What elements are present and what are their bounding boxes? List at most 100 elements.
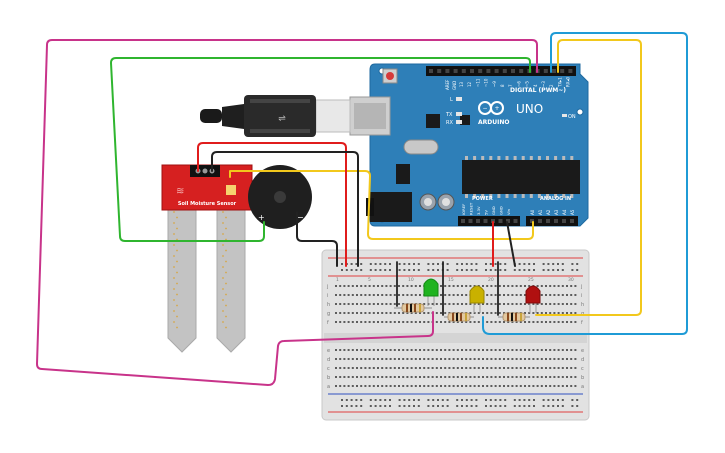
rail-hole[interactable]: [355, 263, 358, 265]
breadboard-hole[interactable]: [536, 385, 539, 387]
breadboard-hole[interactable]: [566, 303, 568, 305]
breadboard-hole[interactable]: [574, 385, 577, 387]
rail-hole[interactable]: [437, 405, 439, 407]
breadboard-hole[interactable]: [347, 312, 350, 314]
breadboard-hole[interactable]: [498, 385, 501, 387]
rail-hole[interactable]: [494, 263, 497, 265]
breadboard-hole[interactable]: [360, 285, 363, 287]
breadboard-hole[interactable]: [515, 376, 518, 378]
breadboard-hole[interactable]: [473, 321, 476, 323]
breadboard-hole[interactable]: [524, 321, 526, 323]
breadboard-hole[interactable]: [356, 303, 358, 305]
breadboard-hole[interactable]: [360, 385, 363, 387]
breadboard-hole[interactable]: [477, 376, 480, 378]
rail-hole[interactable]: [523, 269, 526, 271]
breadboard-hole[interactable]: [360, 349, 363, 351]
breadboard-hole[interactable]: [393, 312, 396, 314]
rail-hole[interactable]: [384, 263, 387, 265]
breadboard-hole[interactable]: [385, 385, 388, 387]
breadboard-hole[interactable]: [574, 312, 577, 314]
breadboard-hole[interactable]: [561, 303, 564, 305]
breadboard-hole[interactable]: [507, 285, 510, 287]
breadboard-hole[interactable]: [461, 321, 463, 323]
breadboard-hole[interactable]: [351, 349, 354, 351]
breadboard-hole[interactable]: [343, 312, 346, 314]
breadboard-hole[interactable]: [524, 376, 526, 378]
breadboard-hole[interactable]: [545, 367, 547, 369]
rail-hole[interactable]: [403, 405, 406, 407]
breadboard-hole[interactable]: [540, 367, 543, 369]
breadboard-hole[interactable]: [557, 376, 560, 378]
breadboard-hole[interactable]: [469, 285, 472, 287]
breadboard-hole[interactable]: [519, 367, 522, 369]
breadboard-hole[interactable]: [494, 321, 497, 323]
rail-hole[interactable]: [542, 263, 545, 265]
breadboard-hole[interactable]: [347, 303, 350, 305]
breadboard-hole[interactable]: [477, 303, 480, 305]
breadboard-hole[interactable]: [473, 349, 476, 351]
rail-hole[interactable]: [513, 405, 516, 407]
breadboard-hole[interactable]: [482, 376, 484, 378]
breadboard-hole[interactable]: [368, 358, 371, 360]
rail-hole[interactable]: [456, 269, 459, 271]
rail-hole[interactable]: [398, 269, 401, 271]
rail-hole[interactable]: [345, 399, 348, 401]
breadboard-hole[interactable]: [498, 294, 501, 296]
rail-hole[interactable]: [489, 263, 492, 265]
breadboard-hole[interactable]: [473, 358, 476, 360]
breadboard-hole[interactable]: [377, 312, 379, 314]
breadboard-hole[interactable]: [452, 367, 455, 369]
rail-hole[interactable]: [576, 399, 579, 401]
breadboard-hole[interactable]: [574, 294, 577, 296]
breadboard-hole[interactable]: [347, 285, 350, 287]
breadboard-hole[interactable]: [402, 321, 405, 323]
breadboard-hole[interactable]: [557, 367, 560, 369]
breadboard-hole[interactable]: [372, 385, 375, 387]
rail-hole[interactable]: [360, 269, 363, 271]
breadboard-hole[interactable]: [360, 321, 363, 323]
breadboard-hole[interactable]: [385, 303, 388, 305]
breadboard-hole[interactable]: [570, 285, 573, 287]
breadboard-hole[interactable]: [385, 367, 388, 369]
rail-hole[interactable]: [552, 269, 555, 271]
wire-blue[interactable]: [482, 32, 688, 335]
breadboard-hole[interactable]: [351, 367, 354, 369]
breadboard-hole[interactable]: [553, 321, 556, 323]
breadboard-hole[interactable]: [498, 349, 501, 351]
rail-hole[interactable]: [465, 405, 468, 407]
breadboard-hole[interactable]: [351, 385, 354, 387]
breadboard-hole[interactable]: [385, 376, 388, 378]
breadboard-hole[interactable]: [486, 385, 489, 387]
rail-hole[interactable]: [446, 405, 449, 407]
breadboard-hole[interactable]: [482, 312, 484, 314]
breadboard-hole[interactable]: [456, 294, 459, 296]
breadboard-hole[interactable]: [532, 312, 535, 314]
breadboard-hole[interactable]: [536, 321, 539, 323]
breadboard-hole[interactable]: [406, 385, 409, 387]
breadboard-hole[interactable]: [372, 321, 375, 323]
breadboard-hole[interactable]: [566, 376, 568, 378]
breadboard-hole[interactable]: [561, 349, 564, 351]
rail-hole[interactable]: [465, 399, 468, 401]
breadboard-hole[interactable]: [456, 285, 459, 287]
breadboard-hole[interactable]: [377, 367, 379, 369]
breadboard-hole[interactable]: [389, 358, 392, 360]
breadboard-hole[interactable]: [574, 367, 577, 369]
breadboard-hole[interactable]: [511, 294, 514, 296]
breadboard-hole[interactable]: [570, 376, 573, 378]
rail-hole[interactable]: [350, 269, 353, 271]
breadboard-hole[interactable]: [486, 358, 489, 360]
breadboard-hole[interactable]: [372, 349, 375, 351]
breadboard-hole[interactable]: [444, 312, 447, 314]
breadboard-hole[interactable]: [536, 312, 539, 314]
rail-hole[interactable]: [528, 405, 531, 407]
breadboard-hole[interactable]: [360, 376, 363, 378]
breadboard-hole[interactable]: [368, 285, 371, 287]
breadboard-hole[interactable]: [414, 376, 417, 378]
breadboard-hole[interactable]: [364, 285, 367, 287]
breadboard-hole[interactable]: [431, 376, 434, 378]
rail-hole[interactable]: [523, 405, 526, 407]
breadboard-hole[interactable]: [406, 312, 409, 314]
breadboard-hole[interactable]: [410, 321, 413, 323]
rail-hole[interactable]: [427, 263, 430, 265]
